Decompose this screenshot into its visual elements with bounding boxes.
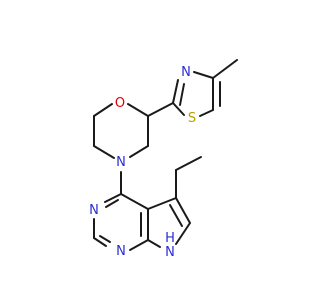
atom-oxygen-label: O: [115, 96, 125, 111]
bond-o-c-ring-left: [93, 103, 113, 117]
atom-thiazole-sulfur-label: S: [188, 111, 196, 126]
atom-morpholine-nitrogen-label: N: [116, 155, 126, 170]
bond-thiazole-c2-n3-a: [172, 79, 179, 104]
bond-pyr-c4-n3: [104, 193, 122, 203]
bond-pyrrole-c5-c6: [175, 197, 191, 224]
bond-pyrrole-c4a-c5: [147, 197, 177, 210]
bond-pyr-n1-c7a: [129, 239, 149, 251]
bond-pyr-c2-n1-double: [99, 235, 111, 243]
molecule-structure-canvas: O N N S N N N H: [89, 59, 238, 260]
bond-thiazole-n3-c4: [193, 71, 214, 79]
bond-thiazole-methyl: [212, 59, 238, 79]
bond-thiazole-c2-n3-b: [179, 83, 185, 106]
atom-thiazole-nitrogen-label: N: [181, 65, 191, 80]
bond-pyr-c4-n3-double: [105, 199, 119, 208]
bond-pyrrole-c6-n7: [175, 222, 191, 245]
bond-morpholine-to-thiazole: [147, 102, 174, 117]
bond-ring-left-lower: [93, 145, 115, 159]
atom-pyrimidine-n3-label: N: [89, 203, 99, 218]
bond-pyr-c4a-c4: [120, 193, 149, 210]
bond-thiazole-s-c2: [172, 102, 185, 116]
atom-pyrrole-hydrogen-label: H: [165, 231, 175, 246]
bond-n-ring-right: [129, 145, 149, 158]
bond-pyrrole-c5-c6-double: [169, 204, 183, 227]
atom-pyrrole-nitrogen-label: N: [165, 245, 175, 260]
bond-pyrrole-n7-c7a: [147, 239, 161, 248]
bond-ethyl-ch3: [175, 156, 202, 171]
bond-pyr-c2-n1: [93, 237, 107, 247]
atom-pyrimidine-n1-label: N: [116, 244, 126, 259]
bond-thiazole-c5-s: [199, 109, 214, 117]
bond-ring-right-to-o: [127, 103, 149, 117]
molecule-structure-drawing: O N N S N N N H: [89, 59, 238, 260]
